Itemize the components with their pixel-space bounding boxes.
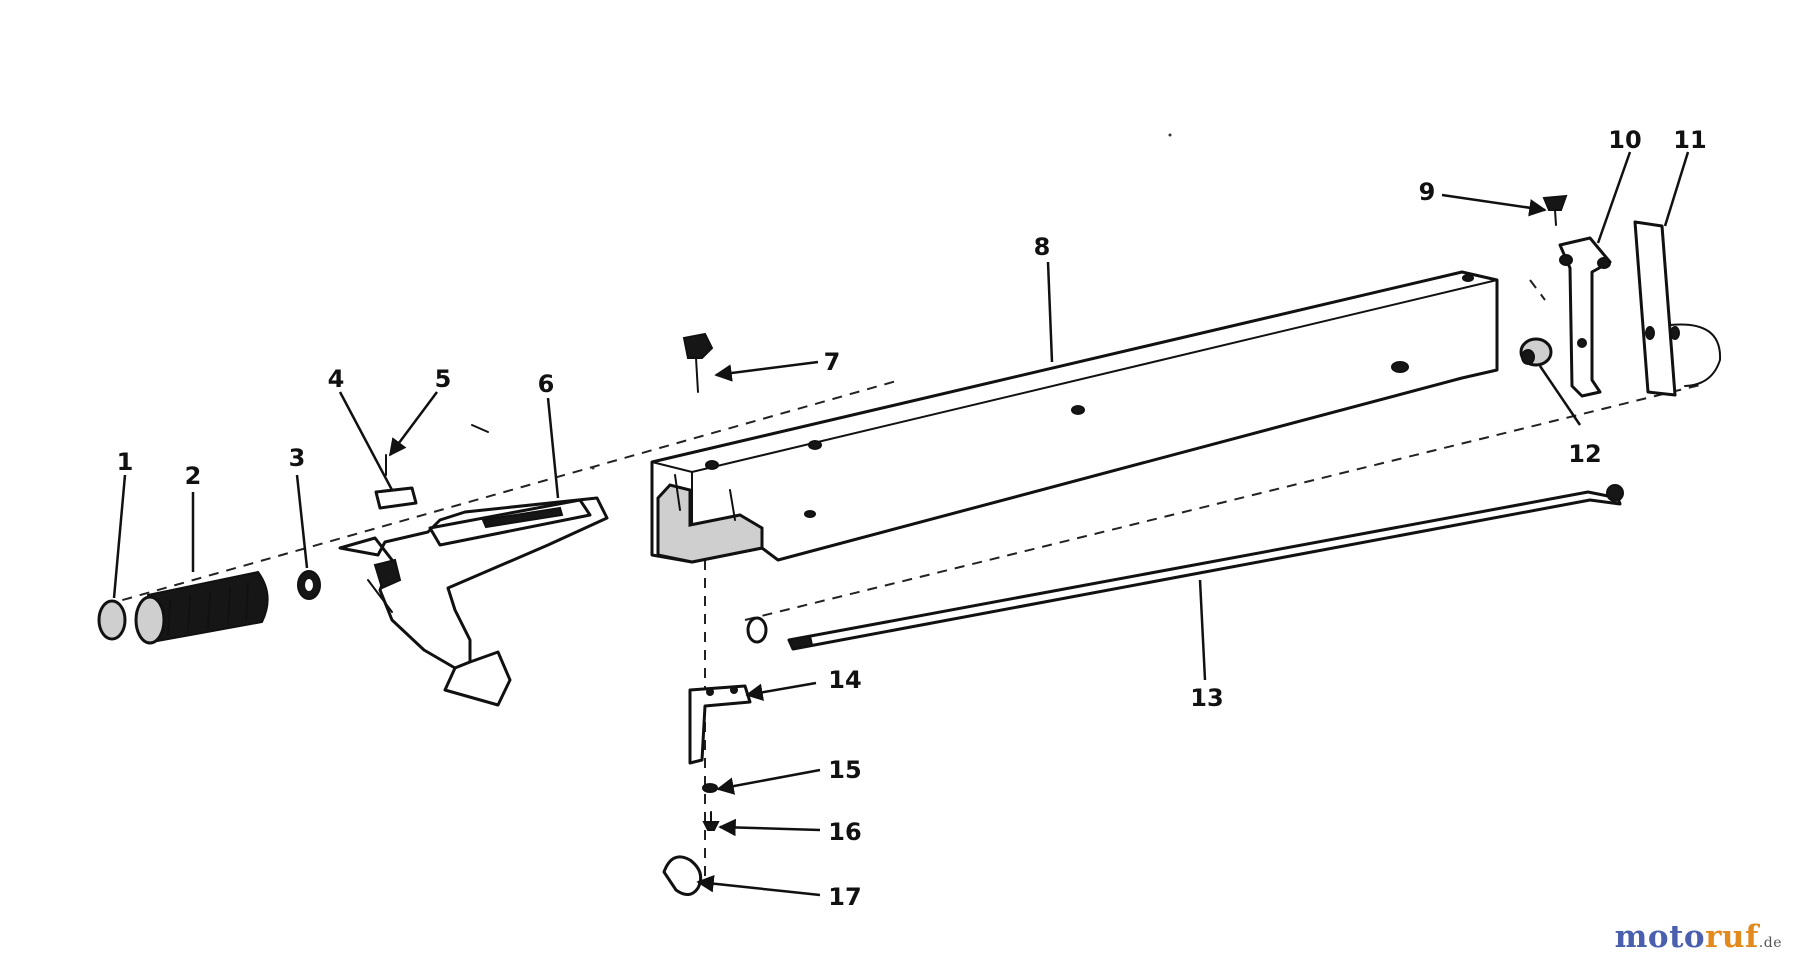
scan-specks	[591, 133, 1172, 470]
callout-6: 6	[538, 370, 555, 398]
leader-17	[696, 874, 821, 897]
watermark-logo: motoruf.de	[1615, 919, 1782, 955]
leader-lines	[112, 151, 1690, 897]
callout-11: 11	[1673, 126, 1706, 154]
part-12-nut	[1519, 337, 1553, 367]
callout-3: 3	[289, 444, 306, 472]
watermark-part2: ruf	[1705, 919, 1759, 955]
callout-10: 10	[1608, 126, 1641, 154]
part-16-screw	[702, 811, 720, 831]
callout-12: 12	[1568, 440, 1601, 468]
callout-15: 15	[828, 756, 861, 784]
leader-3	[295, 474, 309, 569]
part-8-fence-bar	[650, 270, 1499, 564]
callout-14: 14	[828, 666, 861, 694]
callout-labels: 1 2 3 4 5 6 7 8 9 10 11 12 13 14 15 16 1…	[117, 126, 1707, 911]
part-1-end-cap	[97, 599, 127, 641]
callout-5: 5	[435, 365, 452, 393]
leader-1	[112, 474, 127, 599]
leader-12	[1538, 365, 1582, 426]
part-7-bolt	[682, 332, 714, 393]
leader-10	[1596, 151, 1632, 244]
leader-14	[745, 681, 817, 701]
part-17-clip	[662, 855, 703, 896]
part-15-washer	[702, 783, 718, 793]
callout-9: 9	[1419, 178, 1436, 206]
callout-4: 4	[328, 365, 345, 393]
part-9-screw	[1542, 194, 1568, 226]
assembly-lines	[104, 279, 1701, 880]
leader-5	[388, 391, 439, 457]
leader-7	[714, 360, 819, 382]
watermark-part1: moto	[1614, 919, 1706, 955]
callout-8: 8	[1034, 233, 1051, 261]
part-3-washer	[297, 570, 321, 600]
part-11-end-plate	[1633, 220, 1722, 397]
callout-17: 17	[828, 883, 861, 911]
callout-16: 16	[828, 818, 861, 846]
leader-13	[1198, 579, 1207, 681]
leader-8	[1046, 261, 1054, 363]
leader-11	[1663, 151, 1690, 227]
part-6-fence-head	[338, 424, 609, 707]
leader-16	[718, 818, 821, 837]
leader-4	[338, 391, 394, 491]
callout-7: 7	[824, 348, 841, 376]
leader-9	[1441, 193, 1547, 217]
watermark-part3: .de	[1758, 935, 1782, 951]
callout-1: 1	[117, 448, 134, 476]
callout-13: 13	[1190, 684, 1223, 712]
callout-2: 2	[185, 462, 202, 490]
part-14-angle-bracket	[688, 684, 752, 765]
part-2-handle-grip	[134, 570, 269, 645]
leader-15	[716, 768, 821, 795]
part-10-end-bracket	[1558, 236, 1612, 398]
part-4-clamp-plate	[374, 486, 418, 510]
leader-6	[546, 397, 560, 499]
part-13-rod	[746, 484, 1624, 651]
